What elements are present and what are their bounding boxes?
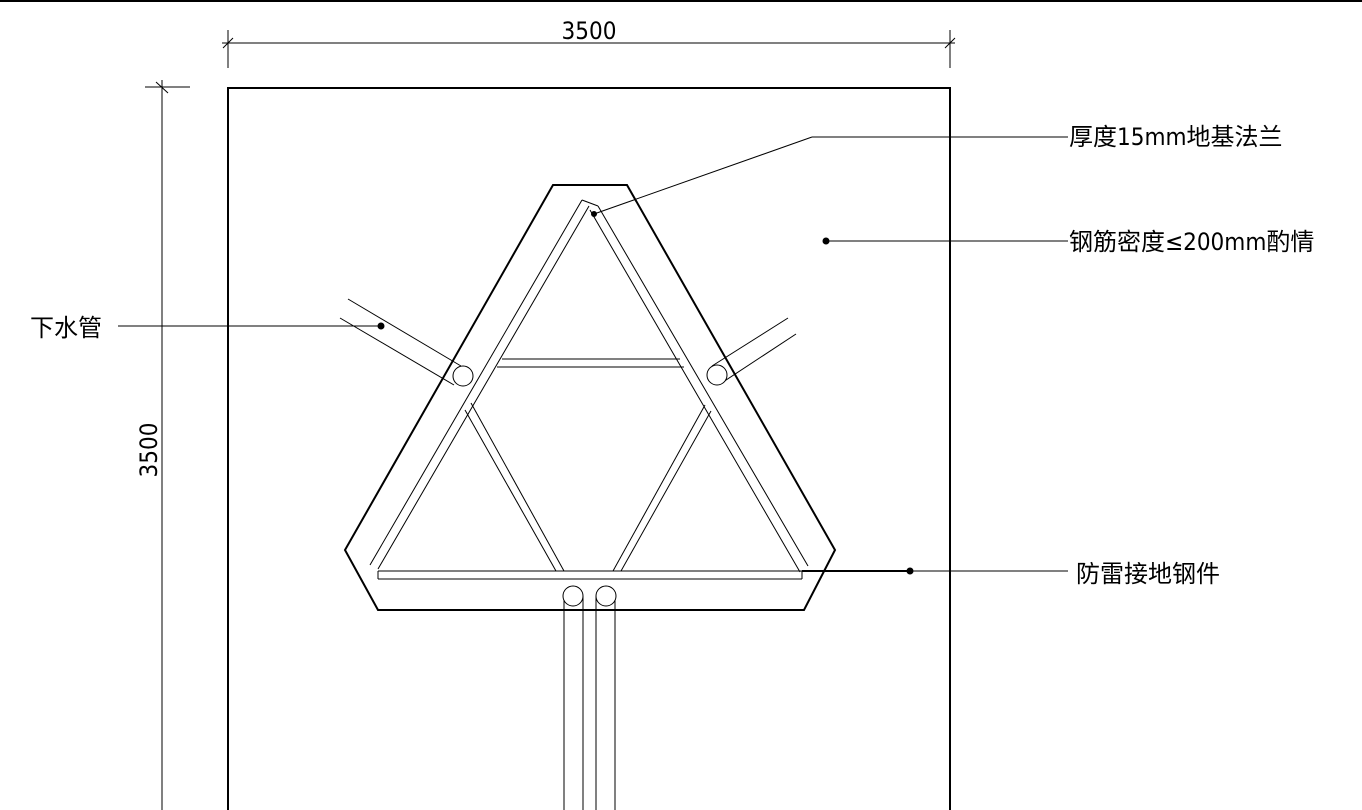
foundation-outline: [227, 87, 951, 810]
drain-leader-dot: [377, 322, 385, 330]
frame-apex-cap: [581, 199, 599, 207]
frame-inner-left-diagonal-a: [464, 409, 557, 572]
steel-frame: [369, 199, 809, 580]
frame-right-leg-inner: [589, 209, 801, 573]
frame-inner-right-diagonal-a: [612, 404, 706, 572]
left-pipe-line-lower: [339, 317, 455, 386]
right-pipe-line-upper: [711, 317, 789, 367]
frame-left-leg-inner: [377, 205, 590, 570]
width-dimension: [222, 30, 956, 68]
drain-pipes: [339, 298, 797, 810]
right-pipe-line-lower: [719, 333, 797, 385]
frame-inner-left-diagonal-b: [470, 402, 565, 572]
width-dimension-label: 3500: [562, 17, 617, 45]
leaders: [118, 136, 1068, 575]
left-pipe-end: [452, 365, 474, 387]
right-pipe-end: [706, 364, 728, 386]
frame-left-leg-outer: [369, 199, 583, 566]
height-dimension-label: 3500: [135, 423, 163, 478]
frame-right-leg-outer: [597, 205, 809, 567]
flange-leader-dot: [591, 211, 597, 217]
flange-leader-diagonal: [593, 136, 813, 215]
flange-label: 厚度15mm地基法兰: [1069, 123, 1283, 151]
width-tick-left: [222, 37, 234, 49]
drain-pipe-label: 下水管: [30, 314, 102, 342]
height-dimension: [145, 80, 190, 810]
bottom-pipe-right-end: [595, 585, 617, 607]
grounding-label: 防雷接地钢件: [1076, 560, 1220, 588]
flange-outline: [343, 184, 837, 611]
height-tick-top: [155, 81, 169, 94]
frame-inner-right-diagonal-b: [620, 410, 712, 572]
grounding-leader-dot: [906, 567, 914, 575]
width-tick-right: [944, 37, 956, 49]
rebar-label: 钢筋密度≤200mm酌情: [1069, 228, 1314, 256]
rebar-leader-dot: [822, 237, 830, 245]
bottom-pipe-left-end: [562, 585, 584, 607]
left-pipe-line-upper: [347, 298, 462, 367]
